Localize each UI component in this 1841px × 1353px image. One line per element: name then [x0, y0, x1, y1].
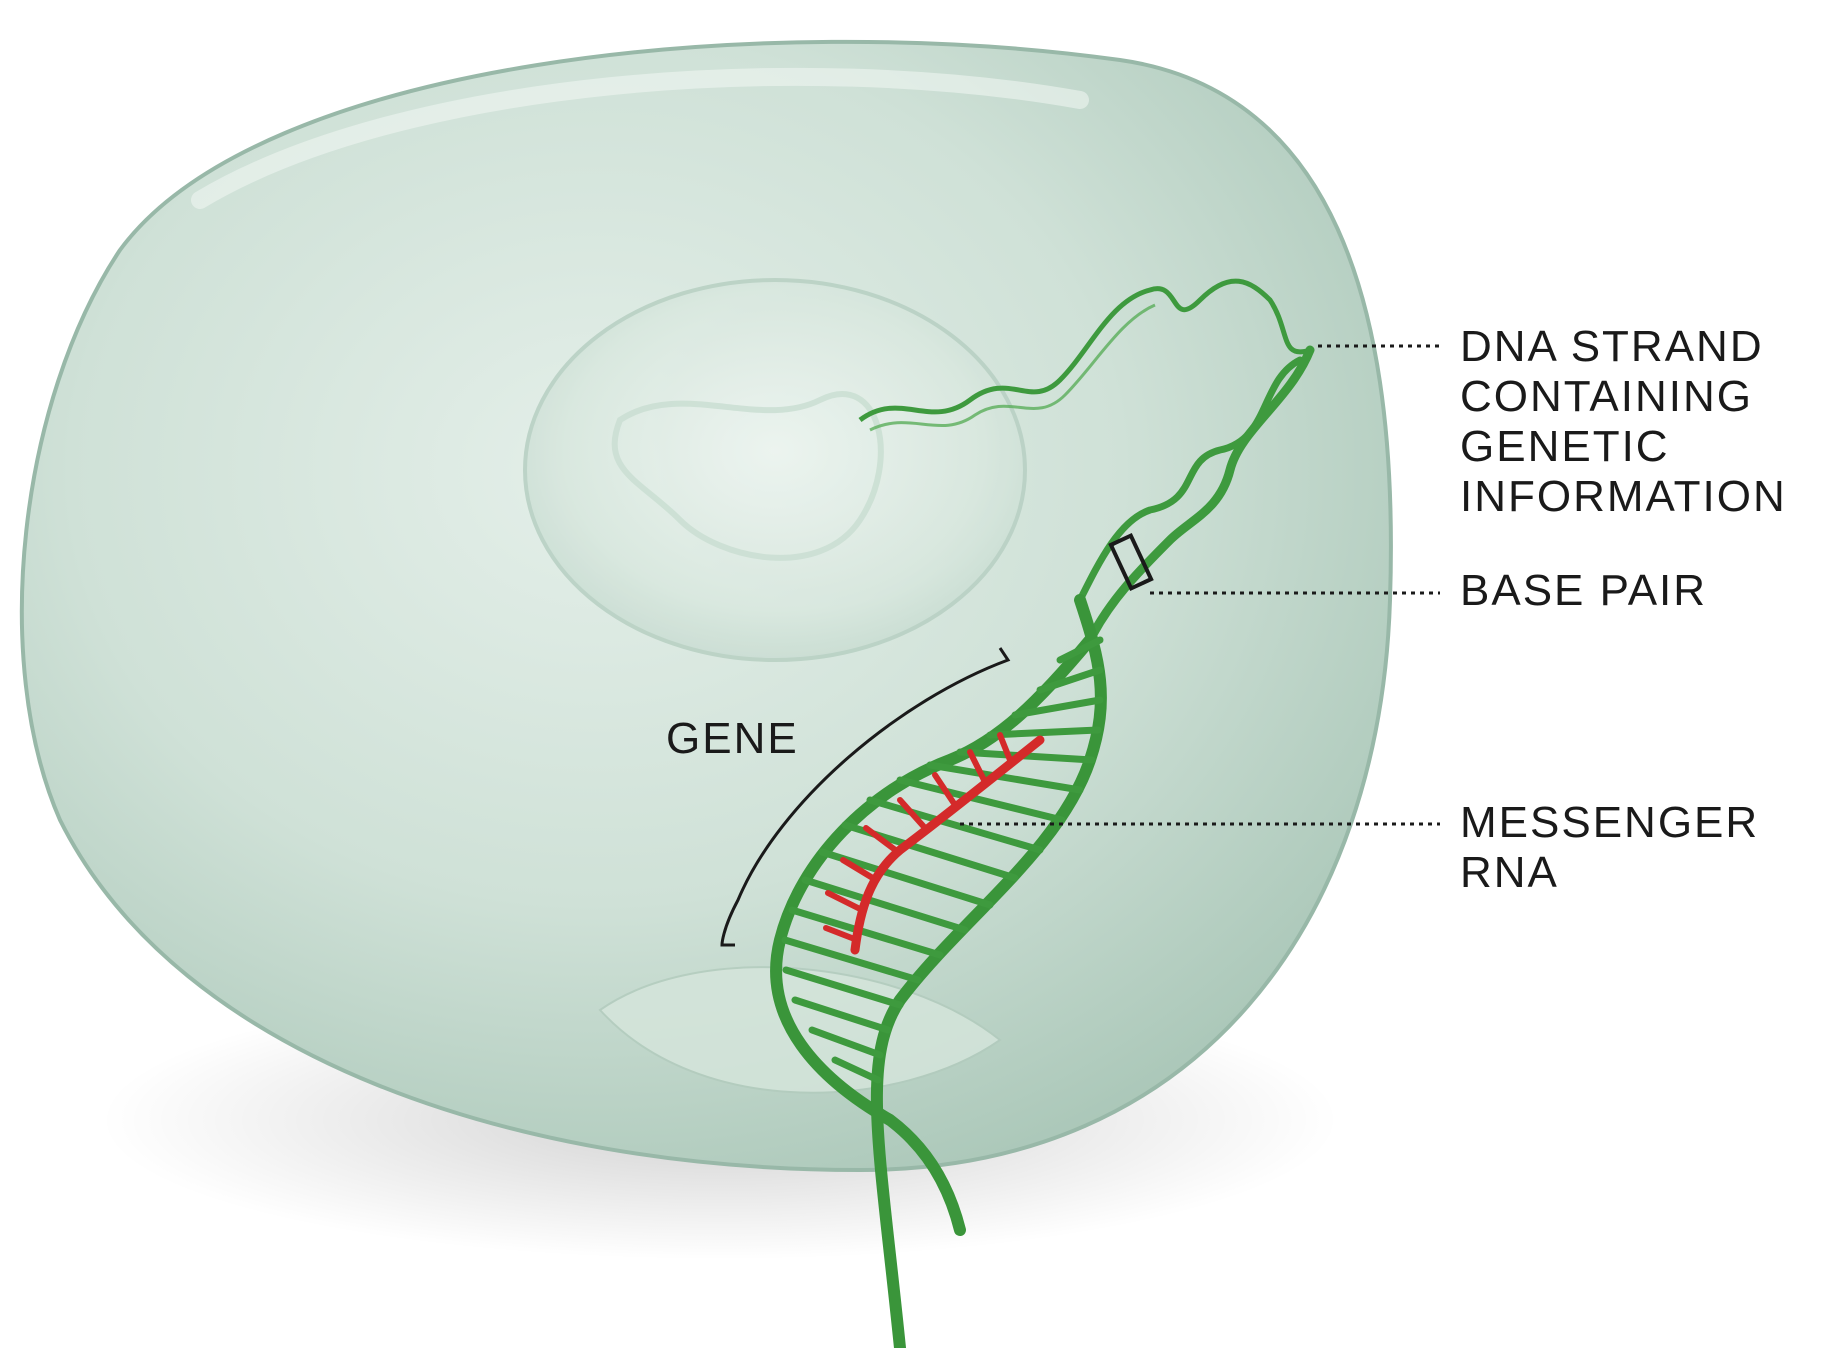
- dna-strand-label: DNA STRAND CONTAINING GENETIC INFORMATIO…: [1460, 322, 1787, 522]
- dna-strand-label-line-1: DNA STRAND: [1460, 322, 1787, 372]
- base-pair-label-text: BASE PAIR: [1460, 566, 1707, 616]
- messenger-rna-label-line-1: MESSENGER: [1460, 798, 1759, 848]
- gene-label: GENE: [666, 714, 799, 764]
- dna-strand-label-line-2: CONTAINING: [1460, 372, 1787, 422]
- dna-strand-label-line-4: INFORMATION: [1460, 472, 1787, 522]
- messenger-rna-label-line-2: RNA: [1460, 848, 1759, 898]
- base-pair-label: BASE PAIR: [1460, 566, 1707, 616]
- gene-label-text: GENE: [666, 714, 799, 764]
- messenger-rna-label: MESSENGER RNA: [1460, 798, 1759, 898]
- nucleus: [525, 280, 1025, 660]
- dna-strand-label-line-3: GENETIC: [1460, 422, 1787, 472]
